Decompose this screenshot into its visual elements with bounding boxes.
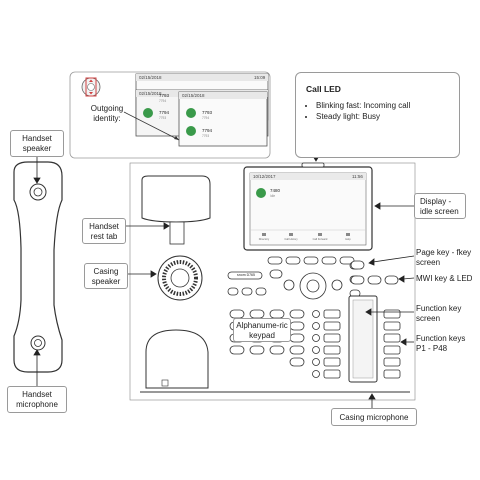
handset (13, 161, 63, 373)
mwi-keys (350, 275, 399, 285)
page-key-callout: Page key - fkey screen (416, 248, 472, 267)
inset-date-3: 02/15/2018 (182, 93, 205, 98)
phone-screen-sub: Idle (270, 194, 276, 198)
phone-display (243, 162, 373, 251)
casing-microphone-callout: Casing microphone (331, 408, 417, 426)
casing-speaker-grille (157, 255, 203, 301)
inset-line4-ext: 7794 (202, 128, 213, 133)
inset-time: 15:09 (254, 75, 266, 80)
inset-line2-ext: 7794 (159, 110, 170, 115)
softkey-call-forward: Call Forward (312, 238, 328, 241)
inset-screen-3 (178, 91, 268, 147)
keypad-brand-label: snom D765 (237, 273, 255, 277)
call-led-title: Call LED (306, 84, 341, 94)
call-led-item-2: Steady light: Busy (316, 111, 459, 122)
softkey-help: Help (345, 238, 351, 241)
inset-line3-sub: 7794 (202, 116, 210, 120)
nav-key-icon (81, 77, 101, 97)
inset-date-1: 02/15/2018 (139, 75, 162, 80)
call-led-item-1: Blinking fast: Incoming call (316, 100, 459, 111)
keys-area (227, 256, 361, 300)
function-key-screen-callout: Function key screen (416, 304, 462, 323)
display-callout: Display - idle screen (414, 193, 466, 219)
function-keys-callout: Function keys P1 - P48 (416, 334, 466, 353)
outgoing-identity-label: Outgoing identity: (90, 104, 124, 123)
inset-line2-sub: 7793 (159, 116, 167, 120)
function-keys-left (312, 309, 341, 379)
outgoing-identity-inset (69, 71, 271, 159)
handset-microphone-callout: Handset microphone (7, 386, 67, 413)
phone-screen-ext: 7480 (270, 188, 281, 193)
inset-line4-sub: 7793 (202, 134, 210, 138)
function-keys-right (383, 309, 401, 379)
phone-screen-time: 11:56 (352, 174, 363, 179)
casing-speaker-callout: Casing speaker (84, 263, 128, 289)
inset-line1-sub: 7794 (159, 99, 167, 103)
handset-speaker-callout: Handset speaker (10, 130, 64, 157)
inset-date-2: 02/15/2018 (139, 91, 162, 96)
inset-line3-ext: 7793 (202, 110, 213, 115)
inset-line1-ext: 7793 (159, 93, 170, 98)
call-led-box: Call LED Blinking fast: Incoming call St… (295, 72, 460, 158)
mwi-callout: MWI key & LED (416, 274, 473, 283)
phone-screen-date: 10/12/2017 (253, 174, 276, 179)
softkey-call-history: Call History (284, 238, 298, 241)
alphanumeric-keypad-callout: Alphanume-ric keypad (233, 318, 291, 342)
function-key-screen (348, 295, 378, 383)
handset-rest-tab-callout: Handset rest tab (82, 218, 126, 244)
page-key (350, 260, 365, 270)
softkey-directory: Directory (258, 238, 270, 241)
